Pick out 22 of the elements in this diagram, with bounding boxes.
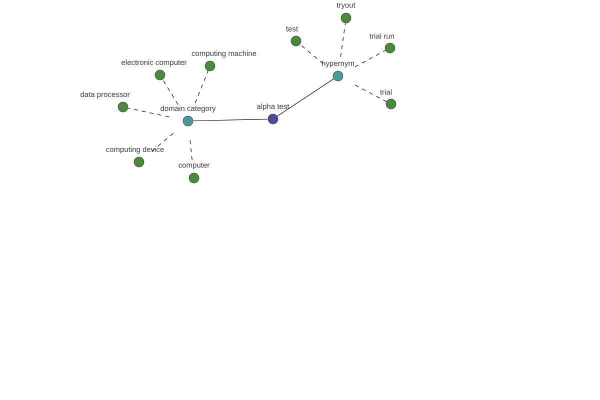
connector-line — [194, 70, 208, 104]
connector-line — [277, 78, 334, 116]
node-dot — [340, 12, 352, 24]
node-dot — [118, 102, 128, 112]
connector-line — [300, 44, 324, 64]
connector-line — [128, 108, 170, 118]
connector-line — [150, 133, 174, 154]
connector-line — [162, 79, 178, 105]
node-dot — [154, 70, 166, 80]
connector-line — [354, 50, 386, 68]
node-dot — [384, 42, 396, 54]
node-dot — [188, 172, 200, 184]
node-dot — [182, 116, 194, 126]
node-dot — [332, 70, 344, 82]
node-dot — [134, 156, 144, 168]
connector-line — [340, 22, 346, 58]
node-dot — [386, 98, 396, 110]
connector-line — [354, 84, 387, 102]
node-dot — [204, 60, 216, 72]
node-dot — [268, 114, 278, 124]
node-dot — [290, 36, 302, 46]
connector-line — [192, 118, 268, 122]
